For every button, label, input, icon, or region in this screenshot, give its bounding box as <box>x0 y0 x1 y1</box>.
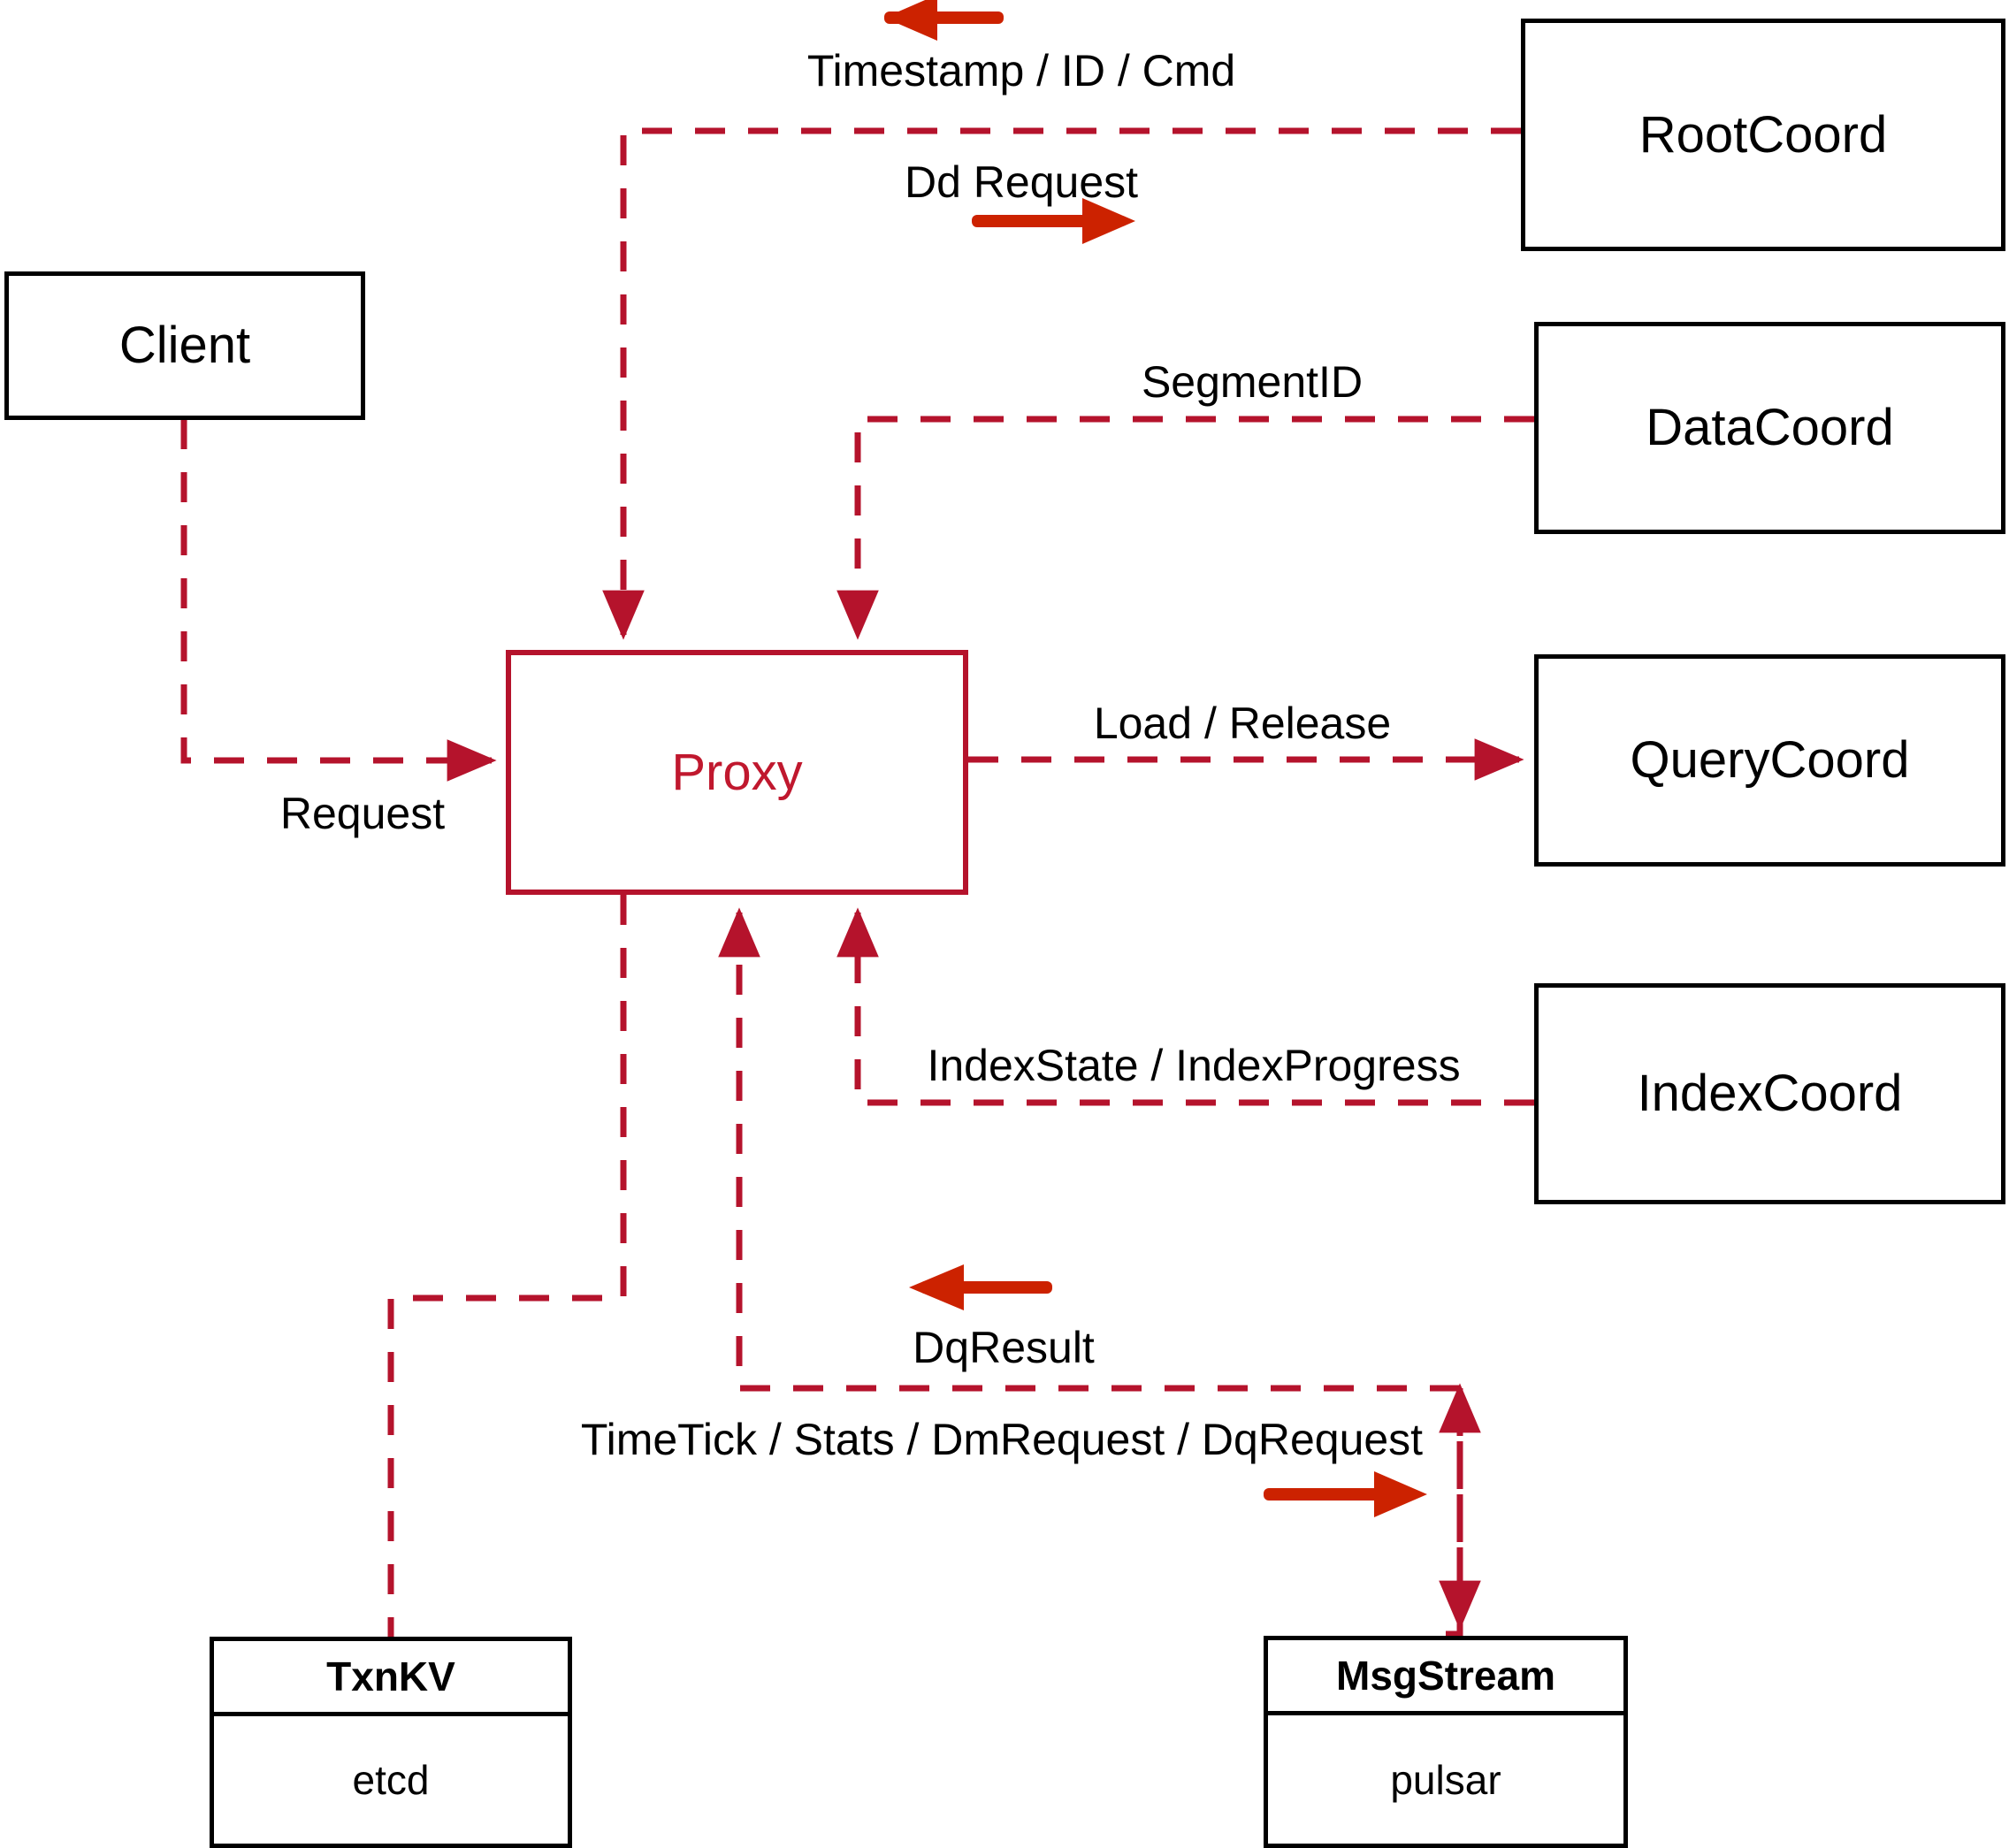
edge-label-dd-request: Dd Request <box>904 157 1139 207</box>
wire-proxy-to-txnkv <box>387 895 627 1637</box>
node-rootcoord[interactable]: RootCoord <box>1521 19 2005 251</box>
node-querycoord[interactable]: QueryCoord <box>1534 654 2005 867</box>
node-datacoord-label: DataCoord <box>1646 399 1894 456</box>
wire-msgstream-to-proxy <box>718 907 1460 1392</box>
node-msgstream[interactable]: MsgStream pulsar <box>1264 1636 1628 1848</box>
node-client-label: Client <box>118 317 251 374</box>
edge-label-timestamp-id-cmd: Timestamp / ID / Cmd <box>806 46 1236 95</box>
node-proxy-label: Proxy <box>671 743 803 801</box>
node-indexcoord-label: IndexCoord <box>1637 1065 1903 1122</box>
edge-label-timetick-stats-dm-dq: TimeTick / Stats / DmRequest / DqRequest <box>580 1415 1424 1464</box>
edge-label-load-release: Load / Release <box>1093 699 1392 748</box>
node-client[interactable]: Client <box>4 271 365 420</box>
edge-label-request: Request <box>279 789 446 838</box>
annotation-arrow-timetick <box>1264 1471 1427 1517</box>
node-txnkv-header: TxnKV <box>214 1641 568 1716</box>
wire-indexcoord-to-proxy <box>836 907 1534 1106</box>
edge-label-dq-result: DqResult <box>913 1323 1095 1372</box>
node-querycoord-label: QueryCoord <box>1630 731 1910 789</box>
wire-client-to-proxy <box>180 419 497 782</box>
edge-label-index-state-progress: IndexState / IndexProgress <box>927 1041 1461 1090</box>
wire-rootcoord-to-proxy <box>602 127 1521 640</box>
node-msgstream-header: MsgStream <box>1268 1640 1623 1715</box>
node-txnkv[interactable]: TxnKV etcd <box>210 1637 572 1848</box>
node-rootcoord-label: RootCoord <box>1639 105 1888 164</box>
node-txnkv-body: etcd <box>352 1757 430 1803</box>
annotation-arrow-dq-result <box>909 1264 1052 1310</box>
annotation-arrow-timestamp <box>884 0 1004 41</box>
annotation-arrow-dd-request <box>972 198 1135 244</box>
node-datacoord[interactable]: DataCoord <box>1534 322 2005 534</box>
node-proxy[interactable]: Proxy <box>506 650 968 895</box>
node-indexcoord[interactable]: IndexCoord <box>1534 983 2005 1204</box>
edge-label-segment-id: SegmentID <box>1141 357 1364 407</box>
node-msgstream-body: pulsar <box>1390 1756 1501 1803</box>
wire-datacoord-to-proxy <box>836 416 1534 640</box>
